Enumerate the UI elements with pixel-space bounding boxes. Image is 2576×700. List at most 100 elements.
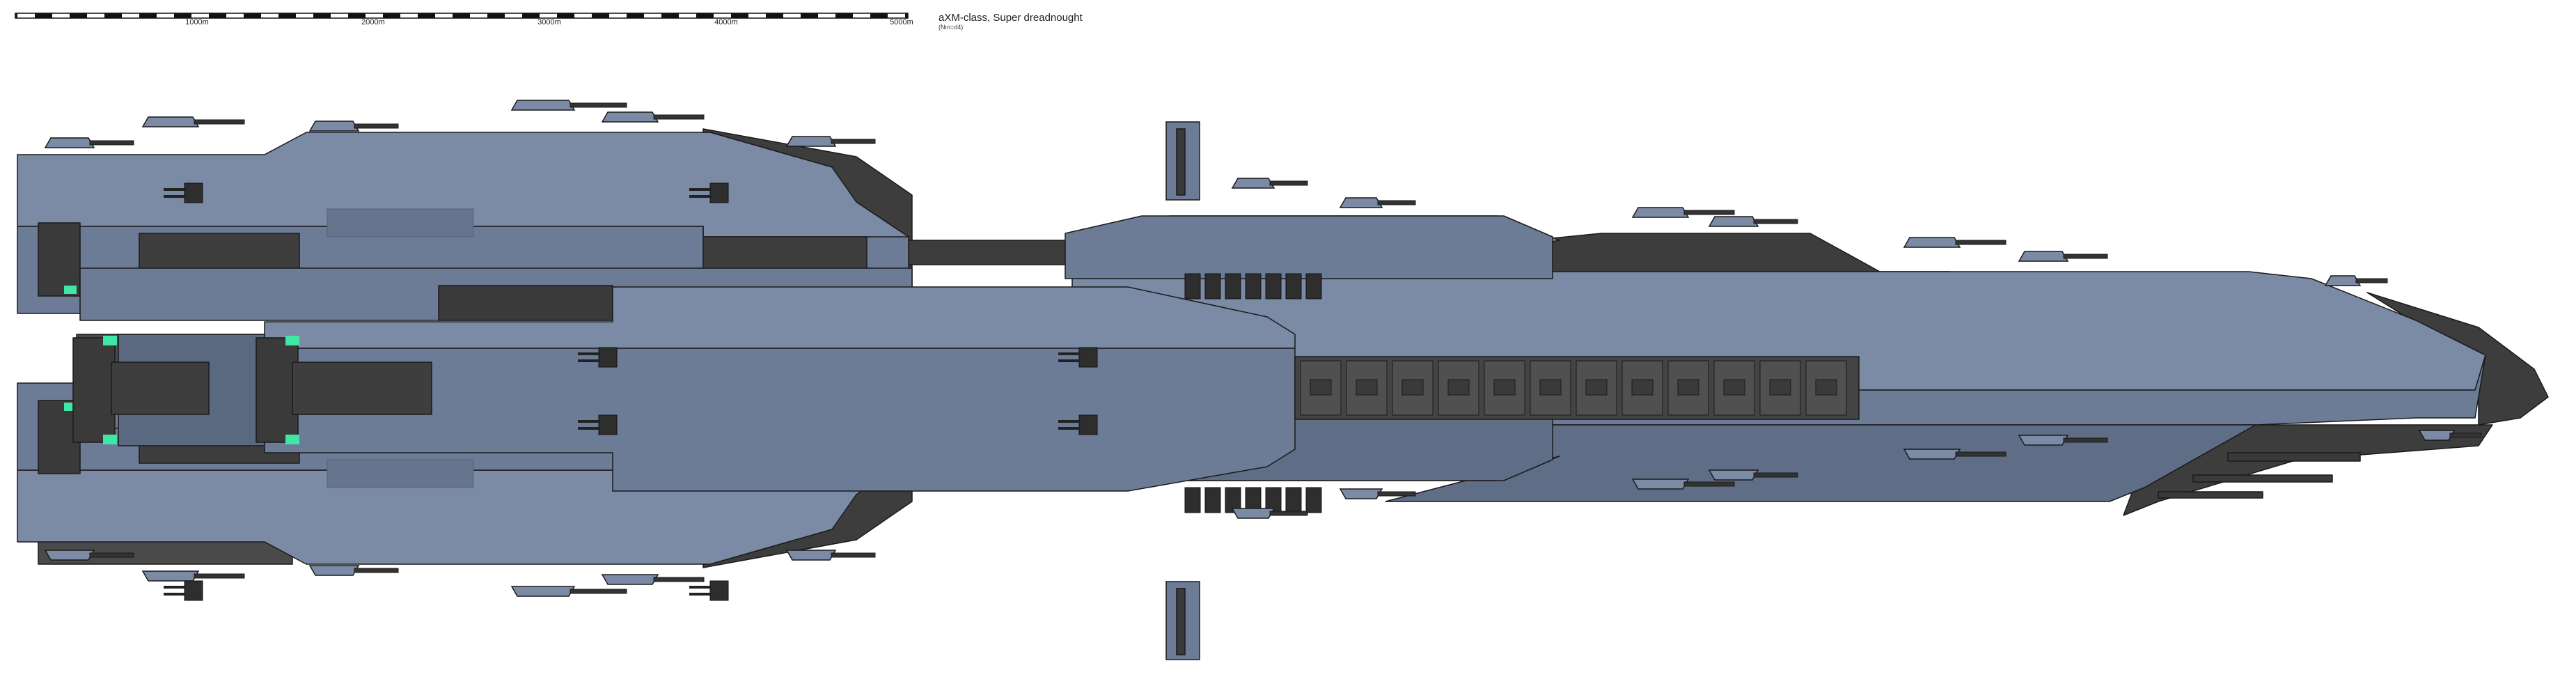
bow-gun-lower-3 [2158, 491, 2263, 499]
turret-barrel [1683, 210, 1735, 215]
center-engine-glow-3 [103, 435, 117, 444]
turret-barrel [1753, 219, 1798, 224]
lower-vent-slot [1285, 487, 1302, 513]
scale-label-5000m: 5000m [890, 18, 913, 26]
turret-barrel [1955, 451, 2006, 457]
turret-housing [308, 120, 360, 132]
turret-housing [785, 550, 837, 561]
hangar-module-door [1310, 379, 1332, 396]
turret-housing [1708, 216, 1759, 227]
gun-mount-base [598, 414, 618, 435]
turret-group [44, 100, 2482, 597]
gun-mount-barrel [1058, 352, 1081, 355]
turret-housing [308, 565, 360, 576]
center-engine-block-inner [256, 337, 299, 443]
hangar-module-door [1815, 379, 1837, 396]
gun-mount-base [184, 182, 203, 203]
center-engine-glow-1 [103, 336, 117, 345]
turret-barrel [1683, 481, 1735, 487]
gun-mount-barrel [578, 427, 600, 430]
turret-housing [44, 137, 95, 148]
scale-label-3000m: 3000m [537, 18, 561, 26]
turret-barrel [2063, 254, 2108, 259]
gun-mount-barrel [164, 188, 186, 191]
gun-mount-base [598, 347, 618, 368]
gun-mount-barrel [578, 352, 600, 355]
turret-housing [2018, 435, 2069, 446]
turret-barrel [194, 573, 245, 579]
turret-housing [2018, 251, 2069, 262]
gun-mount-base [1078, 347, 1098, 368]
upper-vent-slot [1305, 273, 1322, 300]
turret-housing [601, 111, 659, 123]
turret-barrel [653, 577, 705, 582]
turret-housing [1903, 449, 1961, 460]
hangar-module-door [1539, 379, 1562, 396]
hangar-module-door [1493, 379, 1516, 396]
upper-vent-slot [1285, 273, 1302, 300]
upper-vent-slot [1225, 273, 1241, 300]
turret-housing [1631, 207, 1690, 218]
scale-label-1000m: 1000m [185, 18, 209, 26]
upper-engine-glow [64, 286, 77, 294]
upper-sponson-vent [327, 208, 474, 238]
gun-mount-barrel [1058, 359, 1081, 362]
gun-mount-base [709, 580, 729, 601]
lower-vent-slot [1204, 487, 1221, 513]
hangar-module-door [1769, 379, 1791, 396]
turret-housing [1708, 469, 1759, 481]
center-engine-block-outer [72, 337, 116, 443]
turret-barrel [89, 140, 134, 146]
upper-vent-slot [1184, 273, 1201, 300]
hangar-module-door [1356, 379, 1378, 396]
hangar-module-door [1585, 379, 1608, 396]
hangar-module-door [1677, 379, 1699, 396]
center-spine [72, 286, 1296, 492]
dorsal-mast [1165, 121, 1200, 201]
turret-barrel [194, 119, 245, 125]
turret-barrel [2355, 278, 2388, 283]
ship-class-subtitle: (Nm=d4) [938, 24, 963, 31]
ship-class-title: aXM-class, Super dreadnought [938, 12, 1083, 24]
turret-housing [785, 136, 837, 147]
forward-superstructure-upper [1065, 215, 1553, 279]
gun-mount-barrel [164, 586, 186, 589]
bow-gun-lower-1 [2227, 452, 2361, 462]
hangar-modules [1300, 360, 1847, 416]
turret-barrel [2449, 433, 2482, 438]
gun-mount-group [164, 182, 1098, 601]
upper-sponson-bay [139, 233, 300, 272]
gun-mount-base [709, 182, 729, 203]
hangar-module-door [1447, 379, 1470, 396]
center-engine-glow-4 [285, 435, 299, 444]
ventral-mast-slot [1176, 588, 1186, 655]
upper-vent-slot [1265, 273, 1282, 300]
upper-engine-block [38, 222, 81, 297]
hangar-module-door [1631, 379, 1654, 396]
gun-mount-base [1078, 414, 1098, 435]
turret-housing [510, 100, 576, 111]
gun-mount-barrel [1058, 420, 1081, 423]
scale-bar-segments [15, 13, 908, 18]
gun-mount-barrel [689, 593, 712, 596]
turret-barrel [1269, 511, 1308, 516]
turret-barrel [1955, 240, 2006, 245]
upper-vent-slot [1245, 273, 1262, 300]
turret-housing [1631, 479, 1690, 490]
turret-barrel [354, 123, 399, 129]
turret-housing [141, 570, 200, 582]
scale-bar: 1000m 2000m 3000m 4000m 5000m [15, 13, 913, 26]
gun-mount-barrel [164, 195, 186, 198]
turret-housing [510, 586, 576, 597]
lower-vent-slot [1184, 487, 1201, 513]
upper-vent-slot [1204, 273, 1221, 300]
turret-barrel [653, 114, 705, 120]
gun-mount-barrel [164, 593, 186, 596]
turret-housing [1339, 488, 1383, 499]
turret-barrel [831, 139, 876, 144]
lower-vent-slot [1225, 487, 1241, 513]
turret-housing [1231, 508, 1275, 519]
scale-label-4000m: 4000m [714, 18, 738, 26]
